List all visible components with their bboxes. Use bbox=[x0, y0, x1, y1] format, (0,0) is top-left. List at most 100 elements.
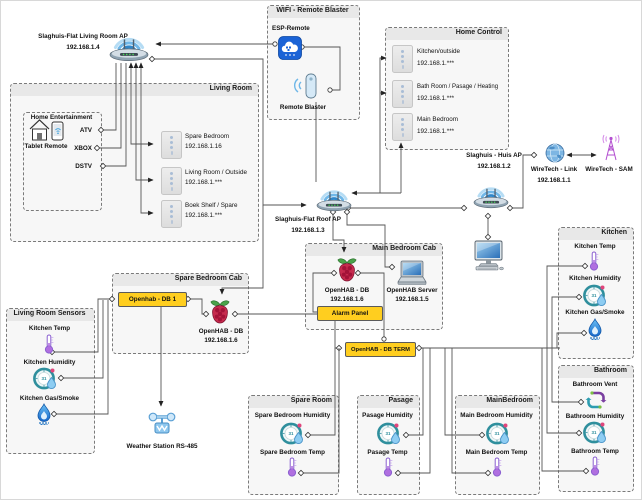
sonoff-main-bedroom bbox=[392, 113, 413, 141]
wiretech-link-name: WireTech - Link bbox=[530, 166, 578, 173]
esp-remote-icon bbox=[278, 36, 302, 60]
spare-bedroom-cab-header bbox=[113, 274, 248, 286]
gauge-value: 31 bbox=[288, 431, 294, 436]
spare-room-humidity-label: Spare Bedroom Humidity bbox=[254, 412, 331, 419]
main-bedroom-cab-title: Main Bedroom Cab bbox=[372, 245, 436, 252]
raspberry-pi-main-icon bbox=[336, 256, 358, 284]
openhab-server-icon bbox=[396, 260, 428, 286]
wifi-blaster-box-header bbox=[268, 6, 359, 18]
kitchen-gas-smoke-icon bbox=[36, 403, 52, 425]
gauge-value: 31 bbox=[591, 430, 597, 435]
kitchen-header bbox=[559, 228, 633, 240]
openhab-db-term-node: OpenHAB - DB TERM bbox=[345, 342, 416, 357]
remote-blaster-icon bbox=[288, 72, 320, 100]
openhab-db-main-label: OpenHAB - DB 192.168.1.6 bbox=[316, 287, 378, 304]
home-entertainment-title: Home Entertainment bbox=[30, 114, 93, 121]
gauge-value: 31 bbox=[494, 431, 500, 436]
kitchen-temp-label: Kitchen Temp bbox=[574, 243, 616, 250]
living-room-sensors-title: Living Room Sensors bbox=[13, 310, 86, 317]
spare-room-header bbox=[249, 396, 338, 408]
gauge-value: 31 bbox=[385, 431, 391, 436]
esp-remote-label: ESP-Remote bbox=[272, 25, 310, 32]
sonoff-bathroom-pasage-heating bbox=[392, 80, 413, 108]
wiretech-link-globe-icon bbox=[545, 143, 565, 163]
living-ap-name: Slaghuis-Flat Living Room AP bbox=[38, 33, 128, 40]
openhab-db-spare-ip: 192.168.1.6 bbox=[204, 336, 238, 344]
weather-station-icon bbox=[148, 412, 176, 438]
pasage-box bbox=[357, 395, 420, 495]
wiretech-sam-label: WireTech - SAM bbox=[585, 166, 633, 173]
desktop-computer-icon bbox=[471, 240, 505, 272]
mainbedroom-temp-label: Main Bedroom Temp bbox=[465, 449, 528, 456]
pasage-title: Pasage bbox=[388, 397, 413, 404]
lr-device1-name: Spare Bedroom bbox=[185, 133, 230, 140]
wiretech-sam-tower-icon bbox=[601, 134, 621, 162]
connectors bbox=[48, 41, 597, 477]
bathroom-header bbox=[559, 366, 633, 378]
hc-device2-name: Bath Room / Pasage / Heating bbox=[417, 84, 499, 90]
sonoff-kitchen-outside bbox=[392, 45, 413, 73]
spare-room-title: Spare Room bbox=[290, 397, 332, 404]
kitchen-box-gas-smoke-icon bbox=[587, 318, 603, 340]
source-atv: ATV bbox=[79, 127, 92, 134]
gauge-value: 31 bbox=[41, 376, 47, 381]
roof-ap-icon bbox=[312, 178, 356, 212]
main-bedroom-temp-icon bbox=[491, 457, 503, 477]
kitchen-humidity-label: Kitchen Humidity bbox=[569, 275, 621, 282]
pasage-temp-label: Pasage Temp bbox=[367, 449, 408, 456]
lr-device3-name: Boek Shelf / Spare bbox=[185, 202, 238, 209]
hc-device3-ip: 192.168.1.*** bbox=[417, 128, 455, 135]
hc-device1-ip: 192.168.1.*** bbox=[417, 60, 455, 67]
kitchen-temp-icon bbox=[43, 334, 55, 354]
mainbedroom-header bbox=[456, 396, 539, 408]
wiretech-link-ip: 192.168.1.1 bbox=[537, 176, 571, 184]
raspberry-pi-spare-icon bbox=[209, 298, 231, 326]
lrs-kitchen-temp-label: Kitchen Temp bbox=[28, 325, 71, 332]
sonoff-living-room-outside bbox=[161, 167, 182, 195]
living-room-title: Living Room bbox=[209, 85, 252, 92]
lr-device2-name: Living Room / Outside bbox=[185, 169, 247, 176]
bathroom-temp-label: Bathroom Temp bbox=[571, 448, 619, 455]
mainbedroom-humidity-label: Main Bedroom Humidity bbox=[460, 412, 533, 419]
kitchen-title: Kitchen bbox=[601, 229, 627, 236]
huis-ap-name: Slaghuis - Huis AP bbox=[466, 152, 522, 159]
bathroom-vent-label: Bathroom Vent bbox=[572, 381, 618, 388]
spare-room-temp-label: Spare Bedroom Temp bbox=[260, 449, 325, 456]
hc-device1-name: Kitchen/outside bbox=[417, 48, 461, 55]
roof-ap-name: Slaghuis-Flat Roof AP bbox=[275, 216, 341, 223]
openhab-db-spare-label: OpenHAB - DB 192.168.1.6 bbox=[190, 328, 252, 345]
gauge-value: 31 bbox=[591, 293, 597, 298]
kitchen-gas-label: Kitchen Gas/Smoke bbox=[565, 309, 625, 316]
tablet-remote-label: Tablet Remote bbox=[24, 143, 68, 150]
wifi-blaster-title: WIFI - Remote Blaster bbox=[276, 7, 349, 14]
source-xbox: XBOX bbox=[74, 145, 92, 152]
home-control-box-header bbox=[386, 28, 508, 40]
lrs-kitchen-humidity-label: Kitchen Humidity bbox=[23, 359, 76, 366]
openhab-db-spare-name: OpenHAB - DB bbox=[198, 328, 244, 335]
openhab-server-name: OpenHAB Server bbox=[386, 287, 438, 294]
huis-ap-icon bbox=[469, 175, 513, 209]
bathroom-title: Bathroom bbox=[593, 367, 627, 374]
living-ap-ip: 192.168.1.4 bbox=[66, 43, 100, 51]
bathroom-humidity-label: Bathroom Humidity bbox=[565, 413, 625, 420]
wiretech-link-label: WireTech - Link 192.168.1.1 bbox=[516, 166, 592, 185]
roof-ap-label: Slaghuis-Flat Roof AP 192.168.1.3 bbox=[252, 216, 364, 235]
huis-ap-ip: 192.168.1.2 bbox=[477, 162, 511, 170]
lrs-kitchen-gas-label: Kitchen Gas/Smoke bbox=[19, 395, 80, 402]
openhab-db1-node: Openhab - DB 1 bbox=[118, 292, 187, 307]
sonoff-spare-bedroom bbox=[161, 131, 182, 159]
roof-ap-ip: 192.168.1.3 bbox=[291, 226, 325, 234]
openhab-server-label: OpenHAB Server 192.168.1.5 bbox=[381, 287, 443, 304]
huis-ap-label: Slaghuis - Huis AP 192.168.1.2 bbox=[448, 152, 540, 171]
mainbedroom-title: MainBedroom bbox=[486, 397, 533, 404]
hc-device3-name: Main Bedroom bbox=[417, 116, 458, 123]
bathroom-temp-icon bbox=[589, 456, 601, 476]
sonoff-boek-shelf bbox=[161, 200, 182, 228]
openhab-server-ip: 192.168.1.5 bbox=[395, 295, 429, 303]
spare-bedroom-temp-icon bbox=[286, 457, 298, 477]
lr-device3-ip: 192.168.1.*** bbox=[185, 212, 223, 219]
spare-bedroom-cab-title: Spare Bedroom Cab bbox=[174, 275, 242, 282]
mainbedroom-box bbox=[455, 395, 540, 495]
